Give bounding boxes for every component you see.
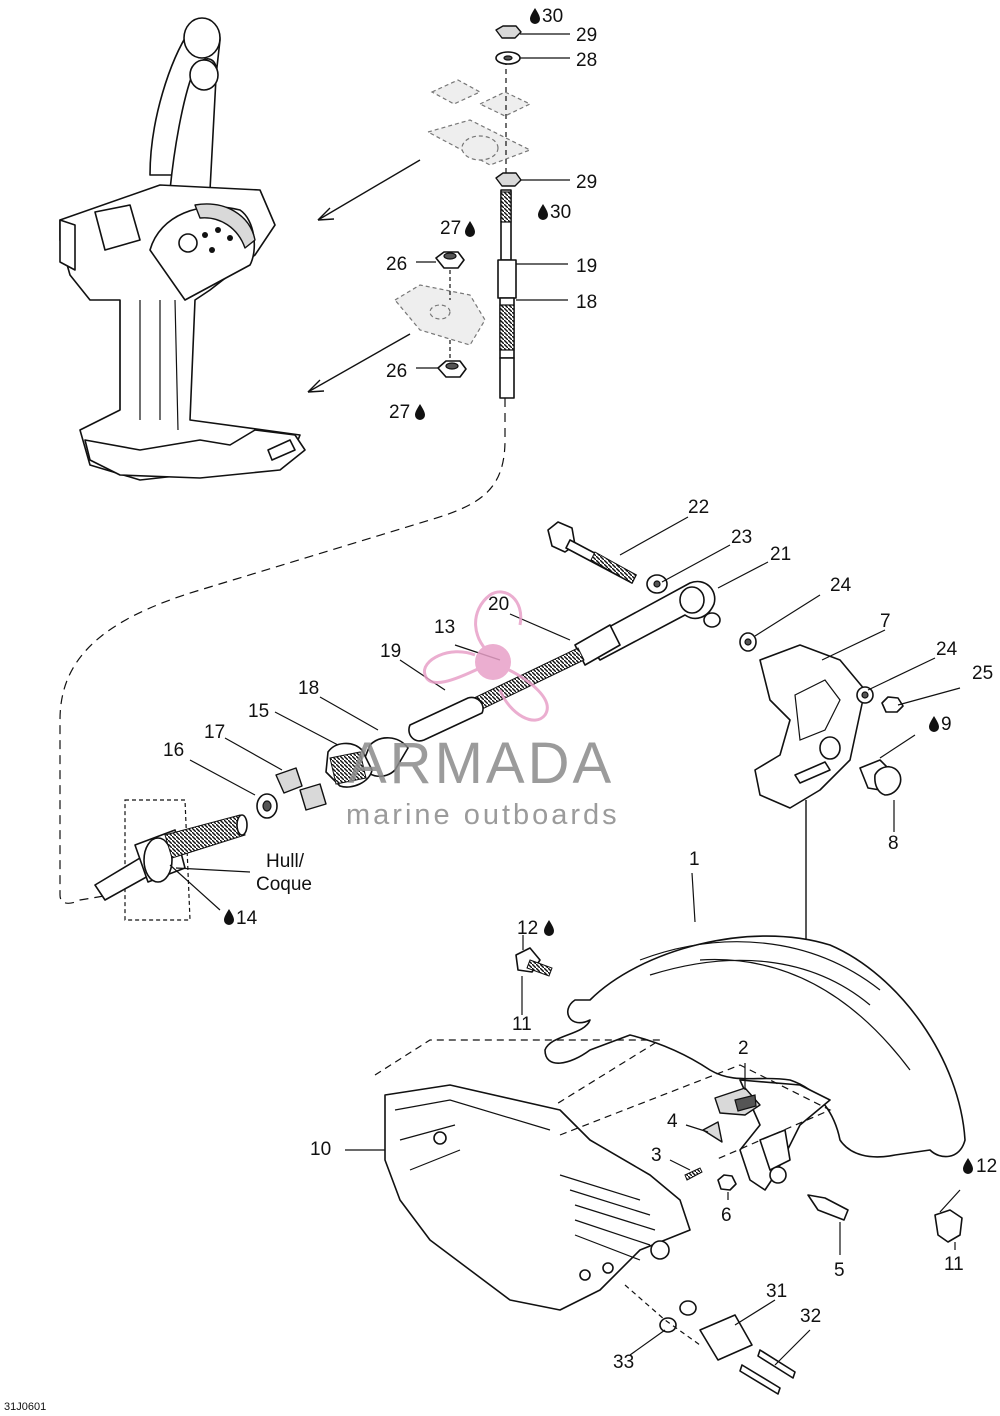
callout-24: 24 <box>936 639 958 660</box>
callout-6: 6 <box>721 1205 732 1226</box>
cable-hardware-row <box>256 521 904 1099</box>
callout-8: 8 <box>888 833 899 854</box>
callout-labels: 30 29 28 29 30 27 26 19 18 26 27 22 23 2… <box>4 6 997 1413</box>
oil-drop-icon <box>538 204 548 220</box>
callout-14: 14 <box>236 908 258 929</box>
oil-drop-icon <box>415 404 425 420</box>
callout-11: 11 <box>944 1254 964 1275</box>
oil-drop-icon <box>224 909 234 925</box>
cable-end-stud-assembly <box>394 25 532 399</box>
callout-3: 3 <box>651 1145 662 1166</box>
engine-housing-assembly <box>374 935 966 1311</box>
callout-18: 18 <box>298 678 319 699</box>
callout-7: 7 <box>880 611 891 632</box>
callout-12: 12 <box>517 918 538 939</box>
figure-code: 31J0601 <box>4 1401 46 1413</box>
callout-1: 1 <box>689 849 700 870</box>
oil-drop-icon <box>544 920 554 936</box>
callout-29: 29 <box>576 172 597 193</box>
oil-drop-icon <box>929 716 939 732</box>
watermark-tagline: marine outboards <box>346 799 620 831</box>
callout-17: 17 <box>204 722 225 743</box>
callout-27: 27 <box>440 218 461 239</box>
callout-29: 29 <box>576 25 597 46</box>
callout-4: 4 <box>667 1111 678 1132</box>
callout-12: 12 <box>976 1156 997 1177</box>
propeller-logo-icon <box>423 590 549 722</box>
callout-27: 27 <box>389 402 410 423</box>
assembly-arrows <box>307 159 421 393</box>
oil-drop-icon <box>530 8 540 24</box>
callout-18: 18 <box>576 292 597 313</box>
callout-19: 19 <box>380 641 401 662</box>
callout-33: 33 <box>613 1352 634 1373</box>
callout-28: 28 <box>576 50 597 71</box>
callout-11: 11 <box>512 1014 532 1035</box>
callout-21: 21 <box>770 544 791 565</box>
callout-30: 30 <box>550 202 571 223</box>
leader-lines <box>169 33 961 1366</box>
callout-9: 9 <box>941 714 952 735</box>
callout-23: 23 <box>731 527 752 548</box>
callout-31: 31 <box>766 1281 787 1302</box>
hull-fitting <box>94 799 248 921</box>
oil-drop-icon <box>963 1158 973 1174</box>
cable-route-line <box>59 398 506 904</box>
callout-13: 13 <box>434 617 455 638</box>
callout-2: 2 <box>738 1038 749 1059</box>
callout-5: 5 <box>834 1260 845 1281</box>
callout-24: 24 <box>830 575 852 596</box>
control-lever-assembly <box>59 17 306 481</box>
callout-19: 19 <box>576 256 597 277</box>
callout-22: 22 <box>688 497 709 518</box>
hull-label-line2: Coque <box>256 874 312 895</box>
callout-16: 16 <box>163 740 184 761</box>
callout-32: 32 <box>800 1306 821 1327</box>
oil-drop-icon <box>465 221 475 237</box>
callout-10: 10 <box>310 1139 331 1160</box>
hull-label-line1: Hull/ <box>266 851 305 872</box>
small-hardware <box>515 947 963 1395</box>
callout-30: 30 <box>542 6 563 27</box>
watermark-brand: ARMADA <box>348 731 614 796</box>
callout-26: 26 <box>386 361 407 382</box>
callout-20: 20 <box>488 594 509 615</box>
callout-25: 25 <box>972 663 993 684</box>
callout-26: 26 <box>386 254 407 275</box>
armada-watermark: ARMADA marine outboards <box>346 590 620 831</box>
callout-15: 15 <box>248 701 269 722</box>
